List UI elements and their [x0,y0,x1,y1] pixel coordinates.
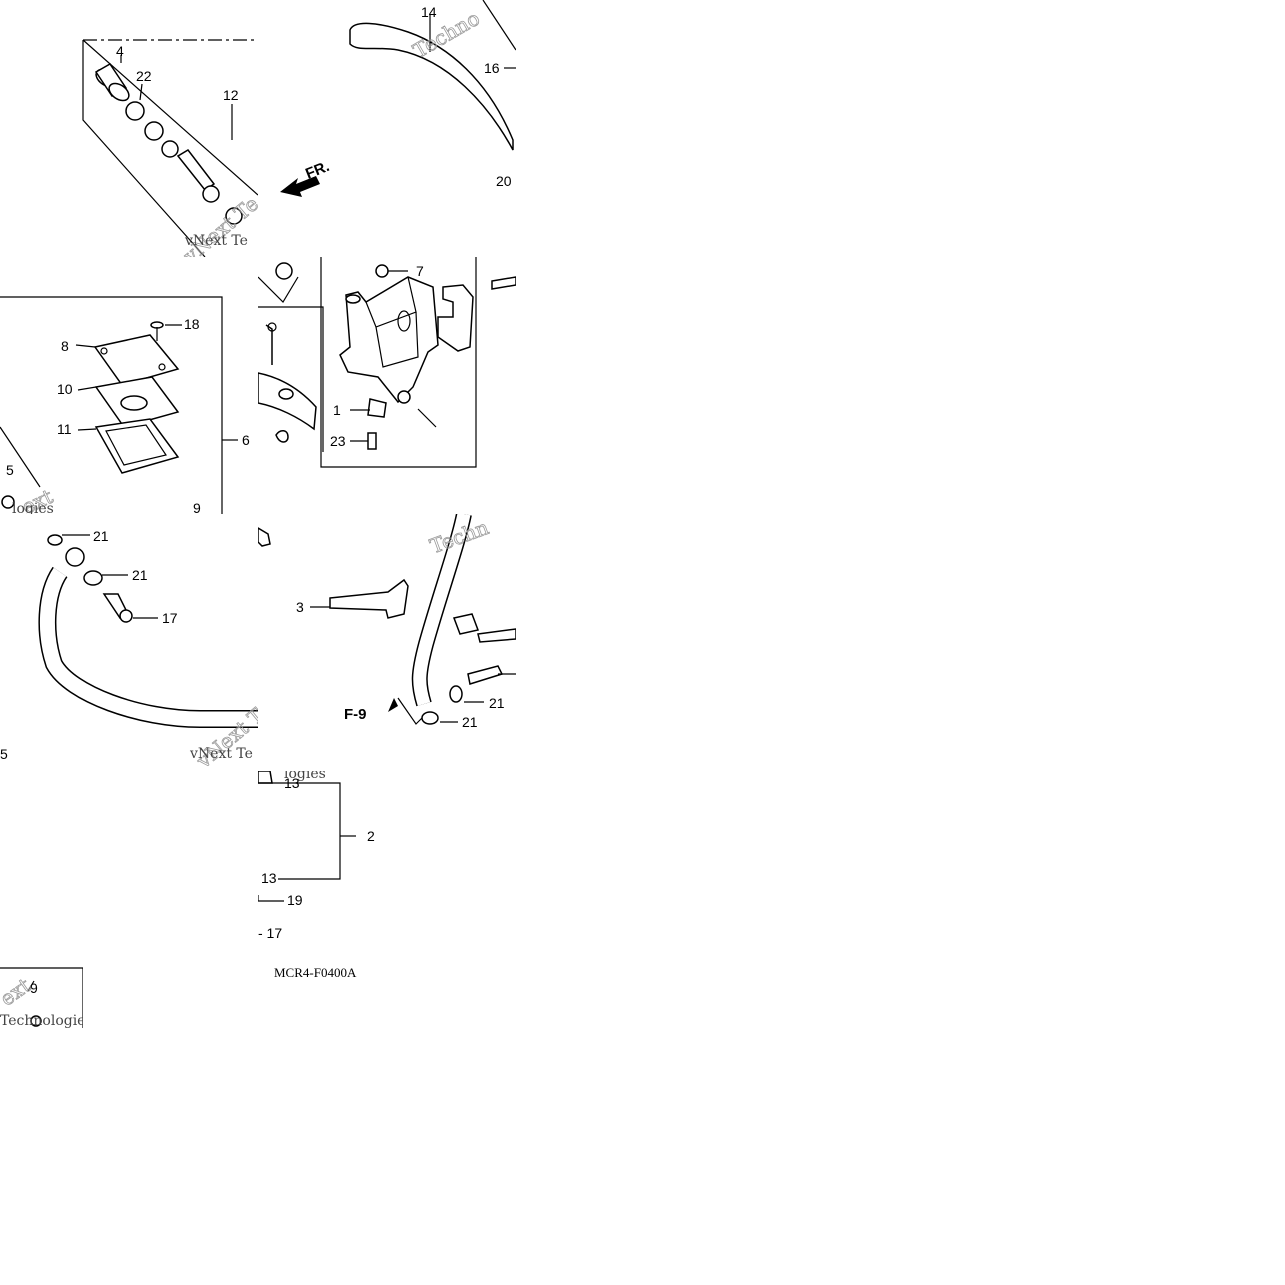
master-cylinder-drawing: 7 1 23 [258,257,516,468]
hose-callouts-drawing: logies 13 2 13 19 - 17 MCR4-F0400A [258,771,375,980]
bolt [491,276,516,290]
washer [1,495,15,509]
brake-hose-lower-drawing: 1 3 21 21 F-9 Techn [258,514,516,730]
direction-label: FR. [303,158,332,183]
watermark: vNext Te [184,233,248,249]
watermark: vNext Te [189,746,253,762]
part-1-switch [367,398,387,418]
callout-19: 19 [287,892,303,908]
banjo-fitting [65,547,85,567]
tile-brake-hose-lower: 1 3 21 21 F-9 Techn [258,514,516,771]
part-7-screw [375,264,389,278]
part-8-cap [93,334,180,386]
brake-hose-drawing: 21 21 17 5 vNext Te vNext Te [0,528,258,771]
fragment-drawing: 9 ext Technologies [0,967,83,1028]
callout-21: 21 [132,567,148,583]
watermark: logies [12,501,54,514]
callout-14: 14 [421,4,437,20]
callout-7: 7 [416,263,424,279]
tile-master-cylinder: 7 1 23 [258,257,516,514]
part-21-washer [83,570,103,586]
drawing-code: MCR4-F0400A [274,965,357,980]
washer [275,262,293,280]
part-21-washer [47,534,63,546]
tile-brake-hose: 21 21 17 5 vNext Te vNext Te [0,514,258,771]
washer [144,121,164,141]
callout-6: 6 [242,432,250,448]
part-18-screw [150,321,164,341]
seal [161,140,179,158]
callout-13: 13 [261,870,277,886]
callout-20: 20 [496,173,512,189]
callout-2: 2 [367,828,375,844]
tile-reservoir-cap: 18 8 10 11 6 5 9 ext logies [0,257,258,514]
callout-17: - 17 [258,925,282,941]
front-arrow-icon [280,176,320,197]
holder-clamp [437,284,474,352]
watermark: ext [0,973,35,1011]
washer [30,1015,42,1027]
callout-16: 16 [484,60,500,76]
brake-lever-drawing: 14 16 20 FR. Techno [280,0,516,197]
callout-17: 17 [162,610,178,626]
master-cylinder-body [339,276,439,404]
callout-13: 13 [284,775,300,791]
hose-lower [413,514,471,706]
callout-23: 23 [330,433,346,449]
callout-21: 21 [462,714,478,730]
part-21-washer [421,711,439,725]
mount-bracket [258,372,317,431]
callout-18: 18 [184,316,200,332]
tile-fragment-bottom-left: 9 ext Technologies [0,771,83,1028]
callout-21: 21 [489,695,505,711]
part-22-circlip [125,101,145,121]
part-4-cup [94,63,130,102]
part-23-screw [367,432,377,450]
part-14-lever [349,22,514,151]
reservoir-cap-drawing: 18 8 10 11 6 5 9 ext logies [0,296,250,514]
spring [225,207,243,225]
callout-5: 5 [0,746,8,762]
clamp [452,613,480,635]
part-11-diaphragm [94,418,180,474]
nut [258,527,271,547]
page-ref-label: F-9 [344,706,367,723]
callout-9: 9 [193,500,201,514]
bolt [467,665,504,685]
fitting [258,771,273,784]
callout-21: 21 [93,528,109,544]
tile-brake-lever: 14 16 20 FR. Techno [258,0,516,257]
spring-cup [202,185,220,203]
part-9-hose [39,567,258,727]
callout-8: 8 [61,338,69,354]
callout-12: 12 [223,87,239,103]
callout-10: 10 [57,381,73,397]
callout-9: 9 [30,980,38,996]
piston-rod [176,149,216,192]
callout-5: 5 [6,462,14,478]
watermark: logies [284,771,326,782]
arrow-icon [388,698,398,712]
part-6-fitting [275,430,289,443]
callout-1: 1 [333,402,341,418]
tile-piston-assembly: 4 22 12 vNext Te vNext Te [0,0,258,257]
piston-assembly-drawing: 4 22 12 vNext Te vNext Te [82,39,258,257]
tile-hose-callouts: logies 13 2 13 19 - 17 MCR4-F0400A [258,771,388,981]
callout-11: 11 [57,421,72,437]
callout-22: 22 [136,68,152,84]
watermark: Technologies [0,1013,83,1028]
callout-4: 4 [116,43,124,59]
callout-3: 3 [296,599,304,615]
part-21-washer [449,685,463,703]
part-3-bracket [329,578,409,619]
